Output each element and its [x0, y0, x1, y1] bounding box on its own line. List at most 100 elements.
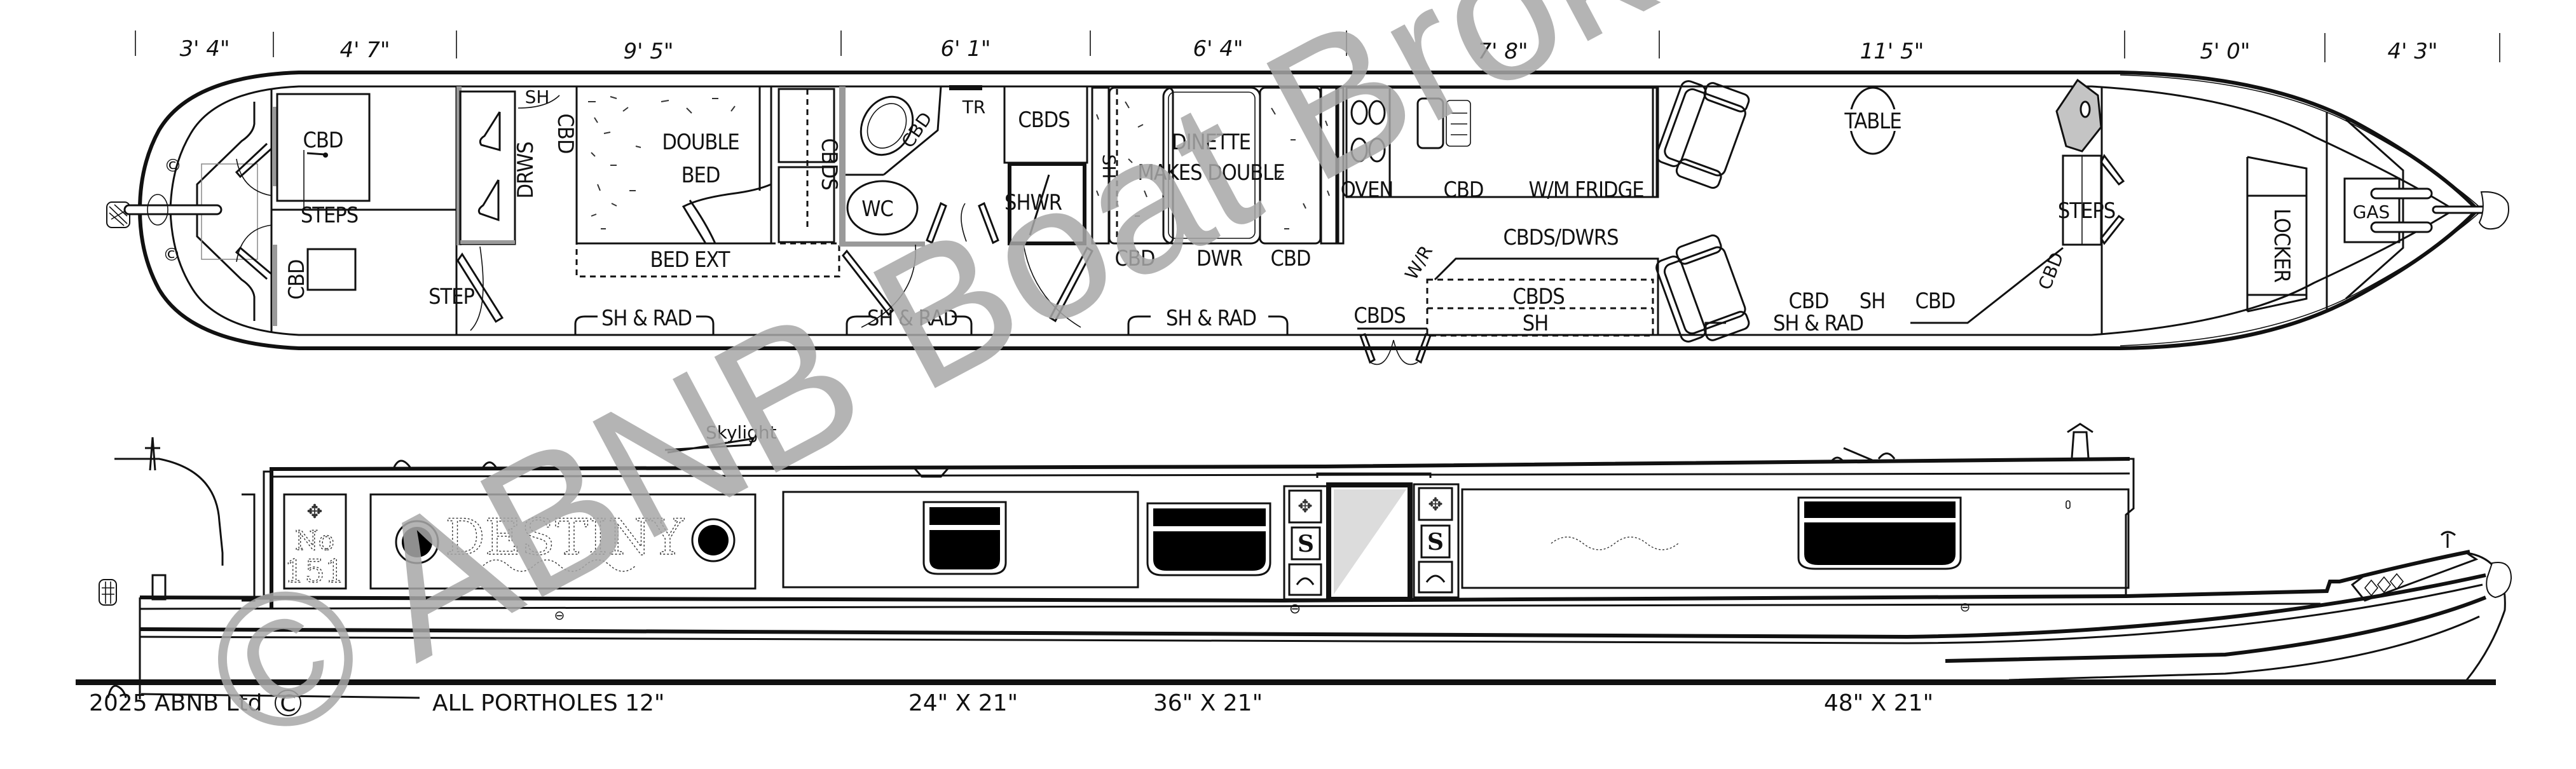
dim-bow: 4' 3" [2387, 39, 2437, 64]
hull-rubbing-strake [139, 573, 2486, 639]
label-cbd-d1: CBD [1115, 246, 1155, 271]
stern-deck: © © [106, 89, 273, 332]
label-sh-rad-3: SH & RAD [1166, 306, 1256, 331]
label-oven: OVEN [1341, 177, 1394, 203]
hob-ring-icon [1368, 100, 1386, 125]
rear-cupboard [276, 93, 371, 202]
svg-text:⊖: ⊖ [1960, 601, 1971, 615]
label-cbd-s2: CBD [1915, 289, 1956, 314]
armchair-icon [1655, 80, 1750, 189]
profile-view: Skylight ✥ No 151 DESTINY ✥ [76, 422, 2512, 699]
stove-icon [2055, 78, 2102, 153]
label-gas: GAS [2353, 201, 2390, 222]
svg-text:S: S [1427, 529, 1444, 555]
decorative-flourish-icon: ✥ [1298, 497, 1312, 517]
label-dinette: DINETTE [1172, 130, 1250, 155]
dimension-labels: 3' 4" 4' 7" 9' 5" 6' 1" 6' 4" 7' 8" 11' … [179, 36, 2437, 64]
label-cbds-bath: CBDS [1018, 107, 1069, 133]
label-dwr: DWR [1196, 246, 1243, 271]
waterline [76, 679, 2496, 685]
galley: OVEN CBD W/M FRIDGE CBDS/DWRS W/R CBDS S… [1341, 86, 1659, 365]
cleat-icon [2370, 187, 2433, 200]
label-stern-cbd: CBD [303, 128, 343, 153]
label-sh-rad-2: SH & RAD [867, 306, 957, 331]
dim-dinette: 6' 4" [1193, 36, 1243, 62]
label-cbd-diag: CBD [2034, 249, 2068, 292]
side-panel-front [1461, 488, 2130, 589]
window-36-caption: 36" X 21" [1153, 690, 1263, 716]
bed-texture [588, 96, 736, 229]
svg-text:⊖: ⊖ [1289, 601, 1301, 616]
bed-extension [575, 242, 840, 278]
copyright-circle-icon [275, 690, 301, 716]
label-cbds-door: CBDS [1353, 303, 1405, 329]
saloon: TABLE STEPS CBD SH CBD CBD SH & RAD [1655, 78, 2125, 343]
side-panel-mid [782, 491, 1139, 589]
hanger-icon [479, 111, 501, 151]
copyright-caption: 2025 ABNB Ltd [89, 690, 262, 716]
copyright-mark-icon: © [163, 244, 181, 265]
label-tr: TR [962, 97, 986, 118]
boat-number-prefix: No [295, 525, 334, 556]
captions: 2025 ABNB Ltd C ALL PORTHOLES 12" 24" X … [89, 690, 1933, 717]
label-locker: LOCKER [2269, 208, 2294, 283]
label-step: STEP [428, 284, 474, 310]
scroll-ornament-icon [483, 559, 636, 572]
name-panel [369, 493, 757, 590]
label-drws: DRWS [513, 142, 538, 198]
label-stern-cbd-side: CBD [284, 260, 310, 300]
label-table: TABLE [1844, 109, 1901, 134]
label-wr: W/R [1401, 242, 1437, 283]
bow-fender-icon [2478, 191, 2509, 230]
label-cbds-galley: CBDS [1512, 284, 1564, 310]
hull-outer [137, 71, 2481, 350]
label-cbd-galley: CBD [1444, 177, 1484, 203]
scroll-ornament-icon [1551, 536, 1679, 550]
portholes-caption: ALL PORTHOLES 12" [432, 690, 664, 716]
hob-ring-icon [1368, 137, 1386, 163]
svg-text:⊖: ⊖ [554, 609, 565, 623]
copyright-symbol: C [280, 691, 296, 717]
drainer-icon [1446, 100, 1471, 147]
cleat-icon [2370, 221, 2433, 233]
label-sh-s: SH [1860, 289, 1885, 314]
svg-text:S: S [1298, 531, 1314, 557]
sink-bowl-icon [1416, 97, 1444, 149]
label-sh-galley: SH [1523, 311, 1548, 336]
double-bed [575, 85, 772, 245]
armchair-icon [1655, 234, 1750, 343]
dinette: SH DINETTE MAKES DOUBLE CBD DWR CBD SH &… [1091, 86, 1345, 335]
sink-icon [860, 95, 914, 156]
decorative-flourish-icon: ✥ [306, 501, 322, 522]
dim-galley: 7' 8" [1477, 39, 1528, 64]
hull-rubbing-strake [2120, 74, 2484, 346]
label-cbds-dwrs: CBDS/DWRS [1503, 225, 1618, 250]
label-wc: WC [861, 196, 893, 222]
shower-tray [1008, 162, 1086, 245]
wardrobe [459, 90, 516, 245]
boat-number-panel [283, 493, 347, 590]
tiller-arm [123, 204, 223, 215]
hull-inner [169, 85, 2456, 336]
hanger-icon [477, 179, 500, 222]
label-bed-ext: BED EXT [650, 247, 730, 273]
boat-name: DESTINY [445, 509, 685, 566]
tiller-icon [114, 458, 224, 566]
label-double: DOUBLE [662, 130, 739, 155]
label-sh-rad-4: SH & RAD [1773, 311, 1863, 336]
watermark: © ABNB Boat Brokerage [173, 0, 2111, 769]
dim-well-deck: 5' 0" [2200, 39, 2250, 64]
stern-fender-icon [99, 579, 117, 606]
decorative-flourish-icon: ✥ [1428, 495, 1442, 515]
wc-icon [846, 180, 919, 236]
label-cbd-s1: CBD [1789, 289, 1829, 314]
plan-view: 3' 4" 4' 7" 9' 5" 6' 1" 6' 4" 7' 8" 11' … [106, 31, 2509, 365]
label-cbd-wardrobe: CBD [552, 114, 578, 154]
label-makes-double: MAKES DOUBLE [1137, 160, 1284, 186]
dim-bathroom: 6' 1" [940, 36, 990, 62]
bedroom: SH DRWS CBD DOUBLE BED BED EXT CBDS SH &… [459, 85, 842, 335]
label-skylight: Skylight [706, 422, 777, 443]
window-48-caption: 48" X 21" [1824, 690, 1933, 716]
label-cbd-d2: CBD [1271, 246, 1311, 271]
